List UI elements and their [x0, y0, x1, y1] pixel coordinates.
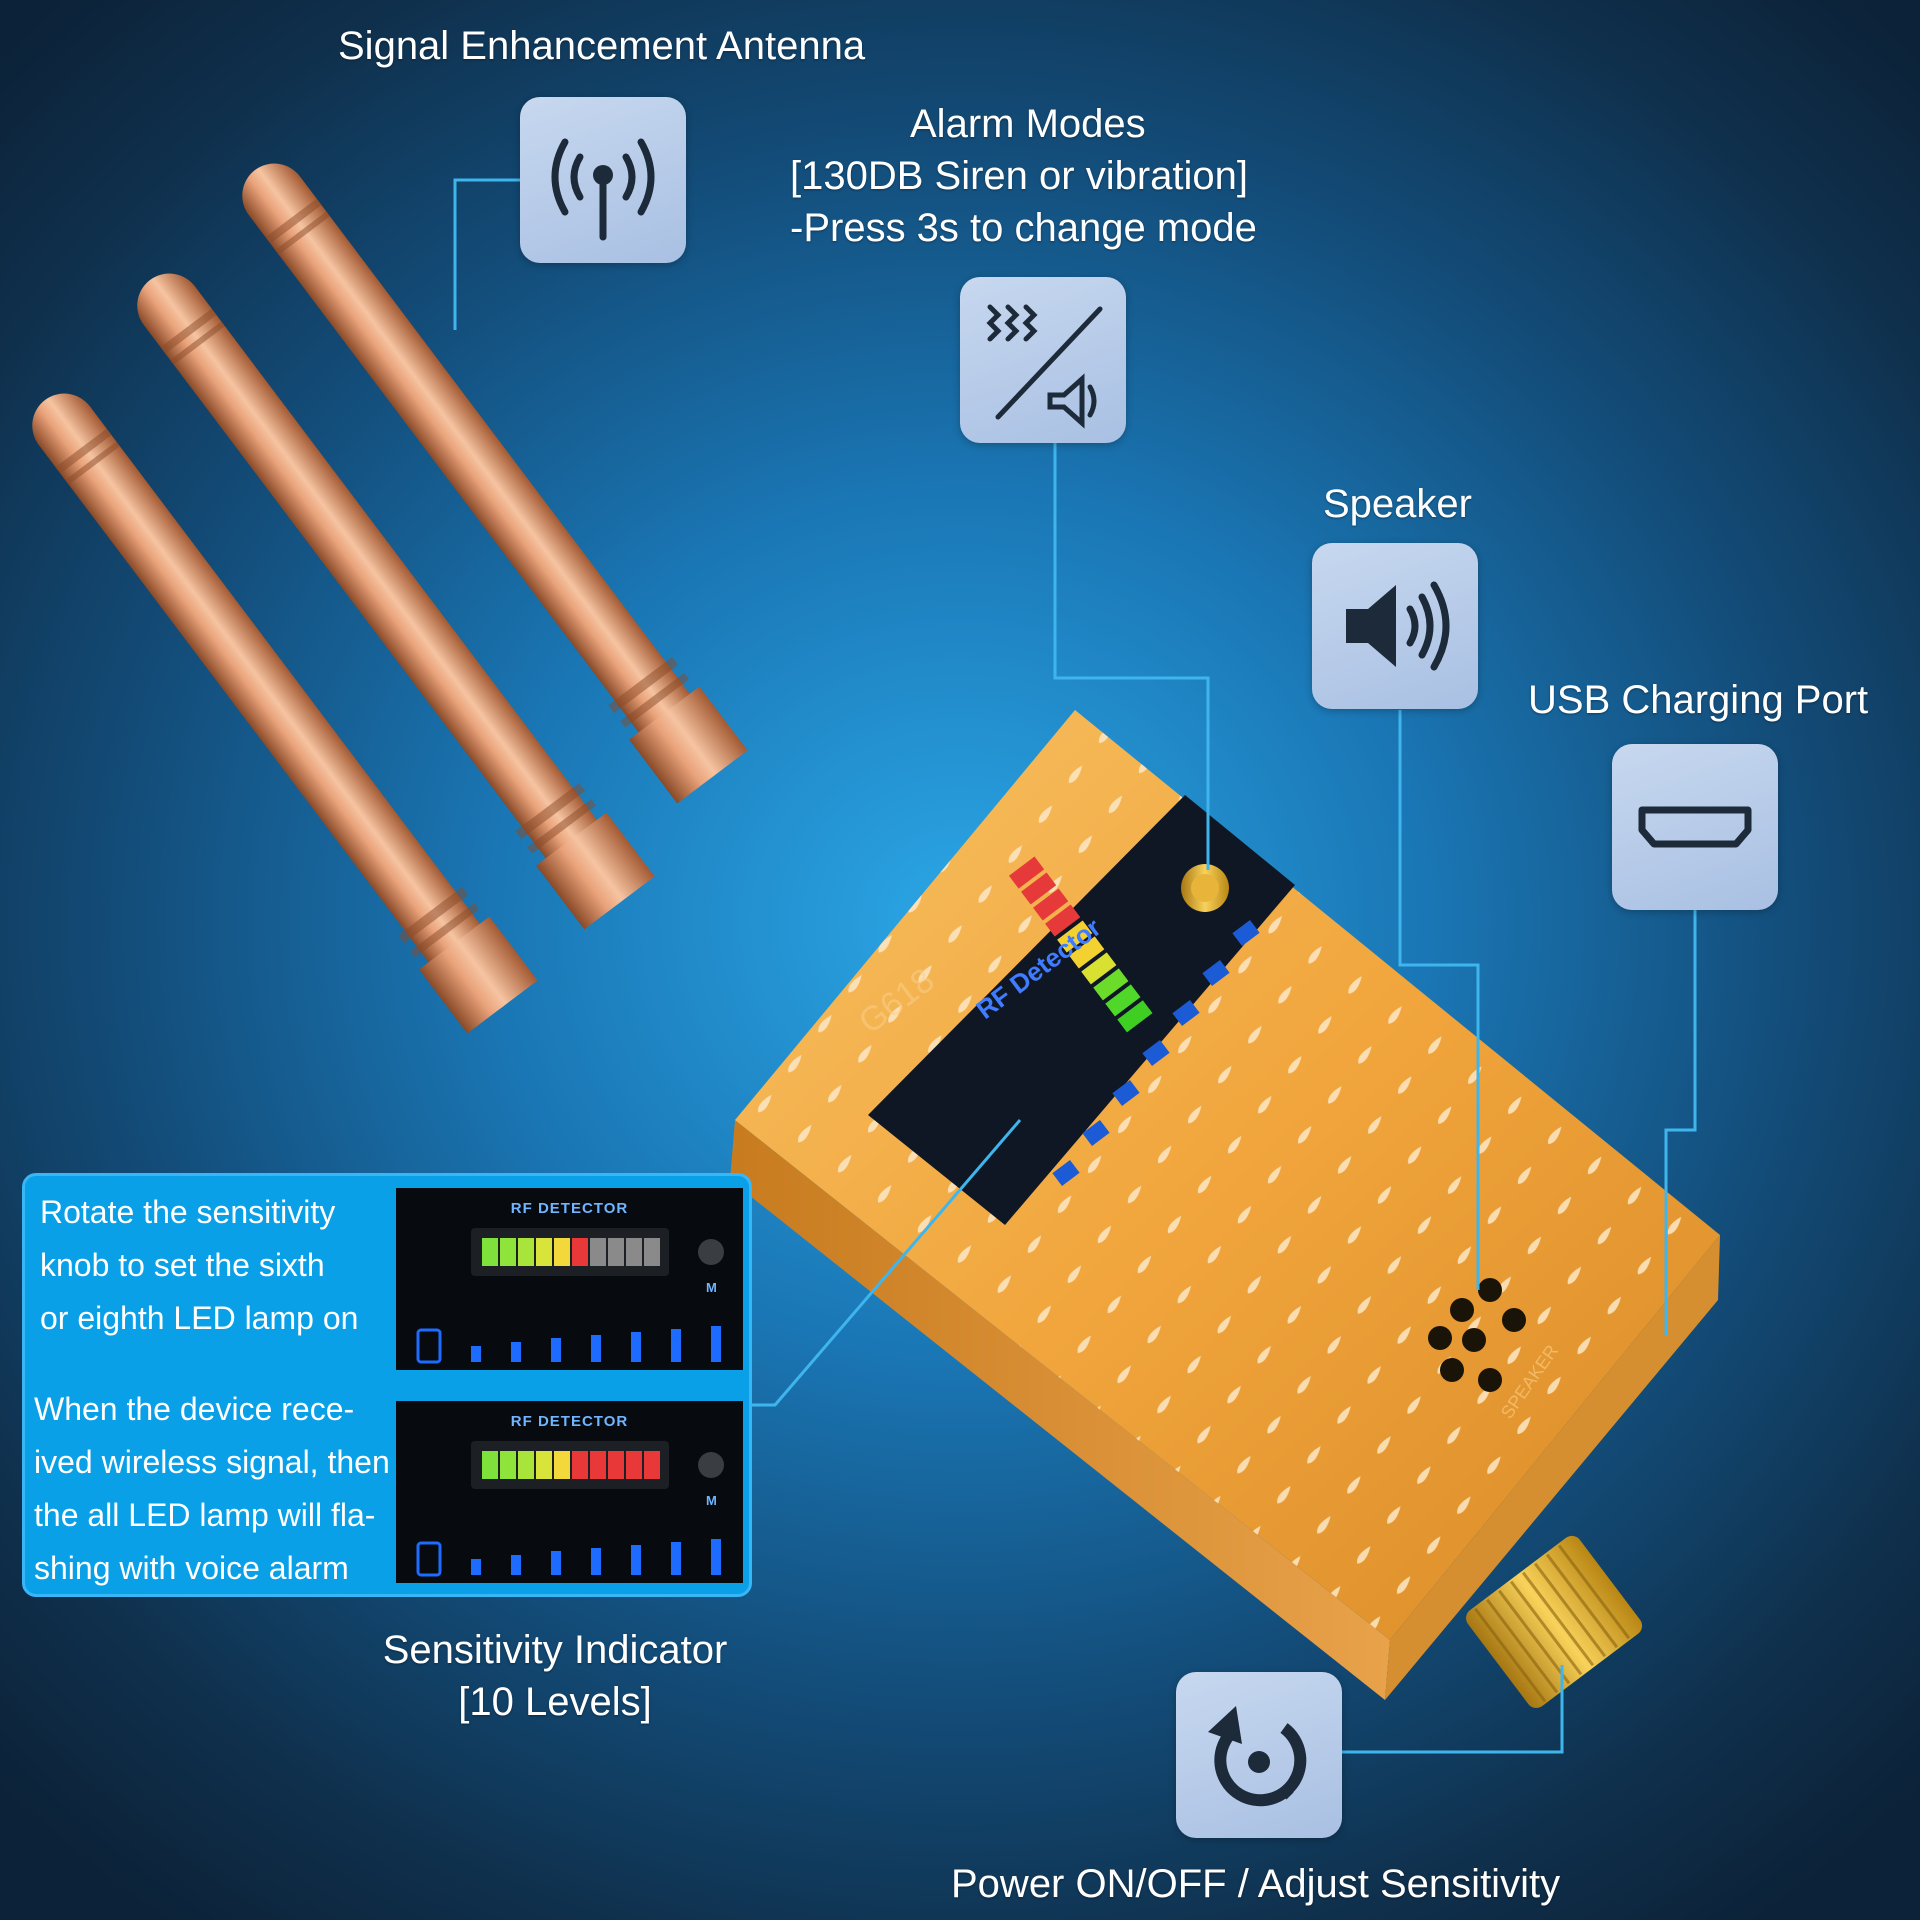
device-body	[730, 710, 1720, 1708]
instructions-line-2: knob to set the sixth	[40, 1247, 325, 1283]
speaker-label: Speaker	[1323, 482, 1472, 526]
alarm-modes-label: Alarm Modes [130DB Siren or vibration] -…	[790, 98, 1290, 254]
alarm-line-4: shing with voice alarm	[34, 1550, 349, 1586]
sensitivity-title: Sensitivity Indicator	[382, 1628, 728, 1672]
speaker-icon-box	[1312, 543, 1478, 709]
usb-port-icon	[1638, 806, 1752, 848]
led-bar-partial	[416, 1228, 724, 1364]
sensitivity-label: Sensitivity Indicator [10 Levels]	[355, 1624, 755, 1728]
antenna-rod-2	[137, 273, 655, 930]
power-icon-box	[1176, 1672, 1342, 1838]
antenna-label: Signal Enhancement Antenna	[338, 24, 866, 68]
antenna-icon-box	[520, 97, 686, 263]
vibration-mute-icon	[986, 304, 1103, 429]
alarm-modes-detail: [130DB Siren or vibration]	[790, 154, 1249, 198]
led-bar-full	[416, 1441, 724, 1577]
instructions-line-1: Rotate the sensitivity	[40, 1194, 336, 1230]
instructions-line-3: or eighth LED lamp on	[40, 1300, 359, 1336]
speaker-icon	[1346, 581, 1450, 671]
power-label: Power ON/OFF / Adjust Sensitivity	[951, 1862, 1561, 1906]
sensitivity-levels: [10 Levels]	[458, 1680, 652, 1724]
antenna-rod-3	[32, 393, 538, 1034]
sensitivity-instructions: Rotate the sensitivity knob to set the s…	[40, 1186, 358, 1345]
mini-mode-label: M	[706, 1280, 717, 1295]
alarm-instructions: When the device rece- ived wireless sign…	[34, 1383, 390, 1595]
mini-display-partial: RF DETECTOR M	[396, 1188, 743, 1370]
alarm-mode-icon-box	[960, 277, 1126, 443]
mini-mode-label-2: M	[706, 1493, 717, 1508]
connector-lines	[453, 178, 1697, 1754]
alarm-line-2: ived wireless signal, then	[34, 1444, 390, 1480]
antenna-rod-1	[242, 163, 748, 804]
alarm-modes-title: Alarm Modes	[910, 102, 1146, 146]
usb-icon-box	[1612, 744, 1778, 910]
alarm-line-1: When the device rece-	[34, 1391, 355, 1427]
alarm-modes-hint: -Press 3s to change mode	[790, 206, 1257, 250]
info-panel: Rotate the sensitivity knob to set the s…	[22, 1173, 752, 1597]
mini-display-full: RF DETECTOR M	[396, 1401, 743, 1583]
mini-display-title: RF DETECTOR	[510, 1200, 629, 1217]
alarm-line-3: the all LED lamp will fla-	[34, 1497, 376, 1533]
antenna-icon	[551, 138, 655, 241]
mini-display-title-2: RF DETECTOR	[510, 1413, 629, 1430]
power-rotate-icon	[1208, 1706, 1307, 1807]
usb-label: USB Charging Port	[1528, 678, 1869, 722]
